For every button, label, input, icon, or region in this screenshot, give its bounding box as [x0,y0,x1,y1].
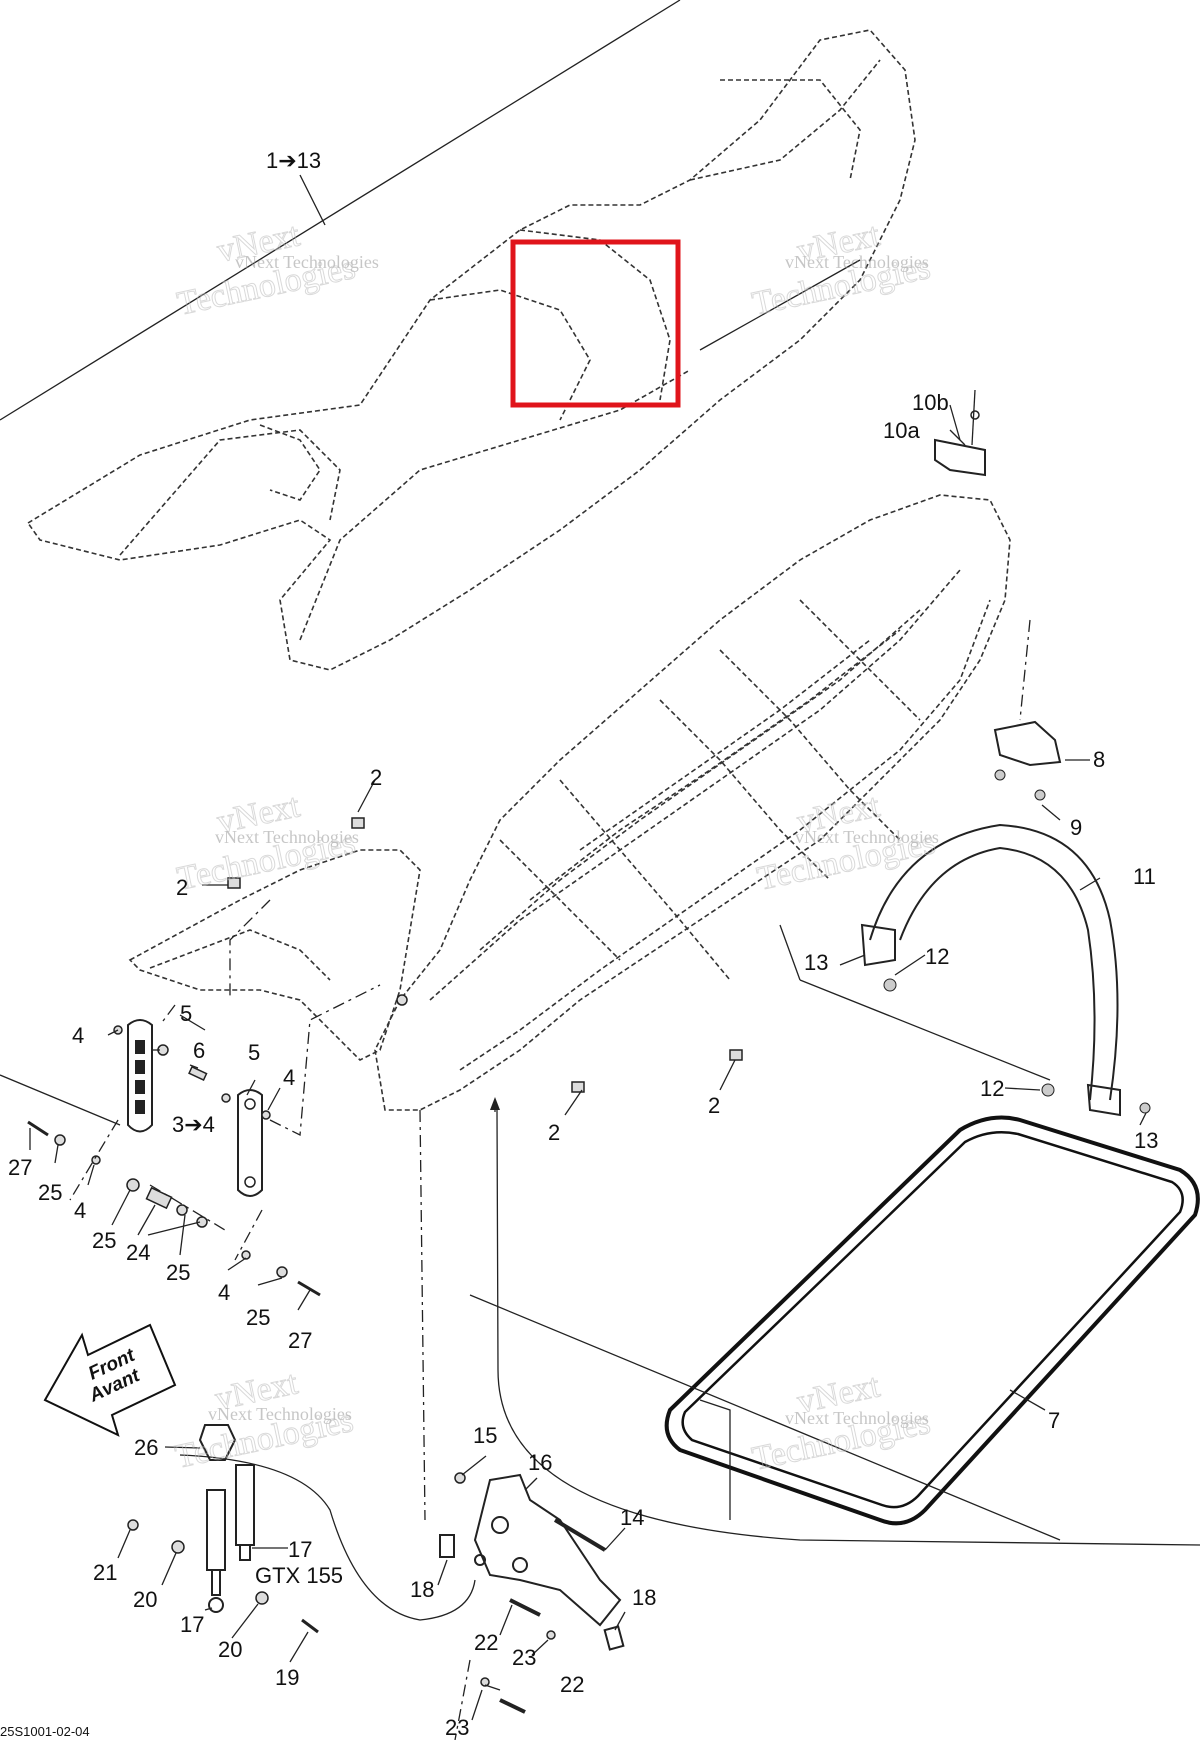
callout-3-4: 3➔4 [172,1112,215,1137]
svg-text:vNext Technologies: vNext Technologies [785,1408,929,1428]
callout-9: 9 [1070,815,1082,840]
link-bar-slotted[interactable] [127,1019,153,1133]
callout-23: 23 [445,1715,469,1740]
callout-10b: 10b [912,390,949,415]
callout-1-13: 1➔13 [266,148,321,173]
shock-hardware [127,1519,319,1634]
front-arrow: Front Avant [43,1323,177,1437]
callout-24: 24 [126,1240,150,1265]
callout-23: 23 [512,1645,536,1670]
callout-21: 21 [93,1560,117,1585]
callout-20: 20 [133,1587,157,1612]
callout-gtx155: GTX 155 [255,1563,343,1588]
svg-text:vNext Technologies: vNext Technologies [208,1404,352,1424]
svg-text:vNext Technologies: vNext Technologies [215,827,359,847]
support-bracket[interactable] [439,1473,625,1714]
shock-absorber[interactable] [198,1424,255,1613]
callout-22: 22 [474,1630,498,1655]
callout-2: 2 [548,1120,560,1145]
svg-text:vNext Technologies: vNext Technologies [235,252,379,272]
figure-code: 25S1001-02-04 [0,1724,90,1739]
seat-frame[interactable] [128,494,1011,1111]
strap[interactable] [860,823,1151,1117]
callout-25: 25 [246,1305,270,1330]
callout-17: 17 [288,1537,312,1562]
latch[interactable] [993,720,1062,801]
callout-8: 8 [1093,747,1105,772]
callout-2: 2 [176,875,188,900]
callout-5: 5 [248,1040,260,1065]
callout-17: 17 [180,1612,204,1637]
callout-4: 4 [72,1023,84,1048]
callout-18: 18 [410,1577,434,1602]
svg-text:vNext Technologies: vNext Technologies [785,252,929,272]
seat-guide-line [0,0,681,421]
bracket-hardware [454,1472,556,1687]
callout-25: 25 [92,1228,116,1253]
callout-25: 25 [166,1260,190,1285]
callout-20: 20 [218,1637,242,1662]
callout-15: 15 [473,1423,497,1448]
callout-27: 27 [8,1155,32,1180]
callout-14: 14 [620,1505,644,1530]
callout-labels: 1➔13 10b 10a 2 2 2 2 8 9 11 12 13 12 13 … [0,148,1158,1740]
callout-22: 22 [560,1672,584,1697]
highlight-box [510,239,681,408]
callout-18: 18 [632,1585,656,1610]
callout-10a: 10a [883,418,920,443]
callout-2: 2 [708,1093,720,1118]
callout-6: 6 [193,1038,205,1063]
callout-19: 19 [275,1665,299,1690]
hardware [27,817,743,1297]
seat-guide-line-2 [699,259,861,351]
callout-4: 4 [283,1065,295,1090]
svg-text:vNext Technologies: vNext Technologies [795,827,939,847]
callout-2: 2 [370,765,382,790]
callout-12: 12 [980,1076,1004,1101]
link-bar[interactable] [237,1089,263,1197]
callout-4: 4 [218,1280,230,1305]
callout-7: 7 [1048,1408,1060,1433]
callout-13: 13 [1134,1128,1158,1153]
callout-4: 4 [74,1198,86,1223]
callout-26: 26 [134,1435,158,1460]
callout-16: 16 [528,1450,552,1475]
assembly-lines [69,619,1031,1740]
callout-11: 11 [1133,864,1156,889]
callout-13: 13 [804,950,828,975]
callout-5: 5 [180,1001,192,1026]
callout-25: 25 [38,1180,62,1205]
callout-27: 27 [288,1328,312,1353]
callout-12: 12 [925,944,949,969]
seal-gasket[interactable] [664,1115,1200,1526]
leader-lines [0,174,1200,1721]
hinge-bracket[interactable] [934,389,986,477]
